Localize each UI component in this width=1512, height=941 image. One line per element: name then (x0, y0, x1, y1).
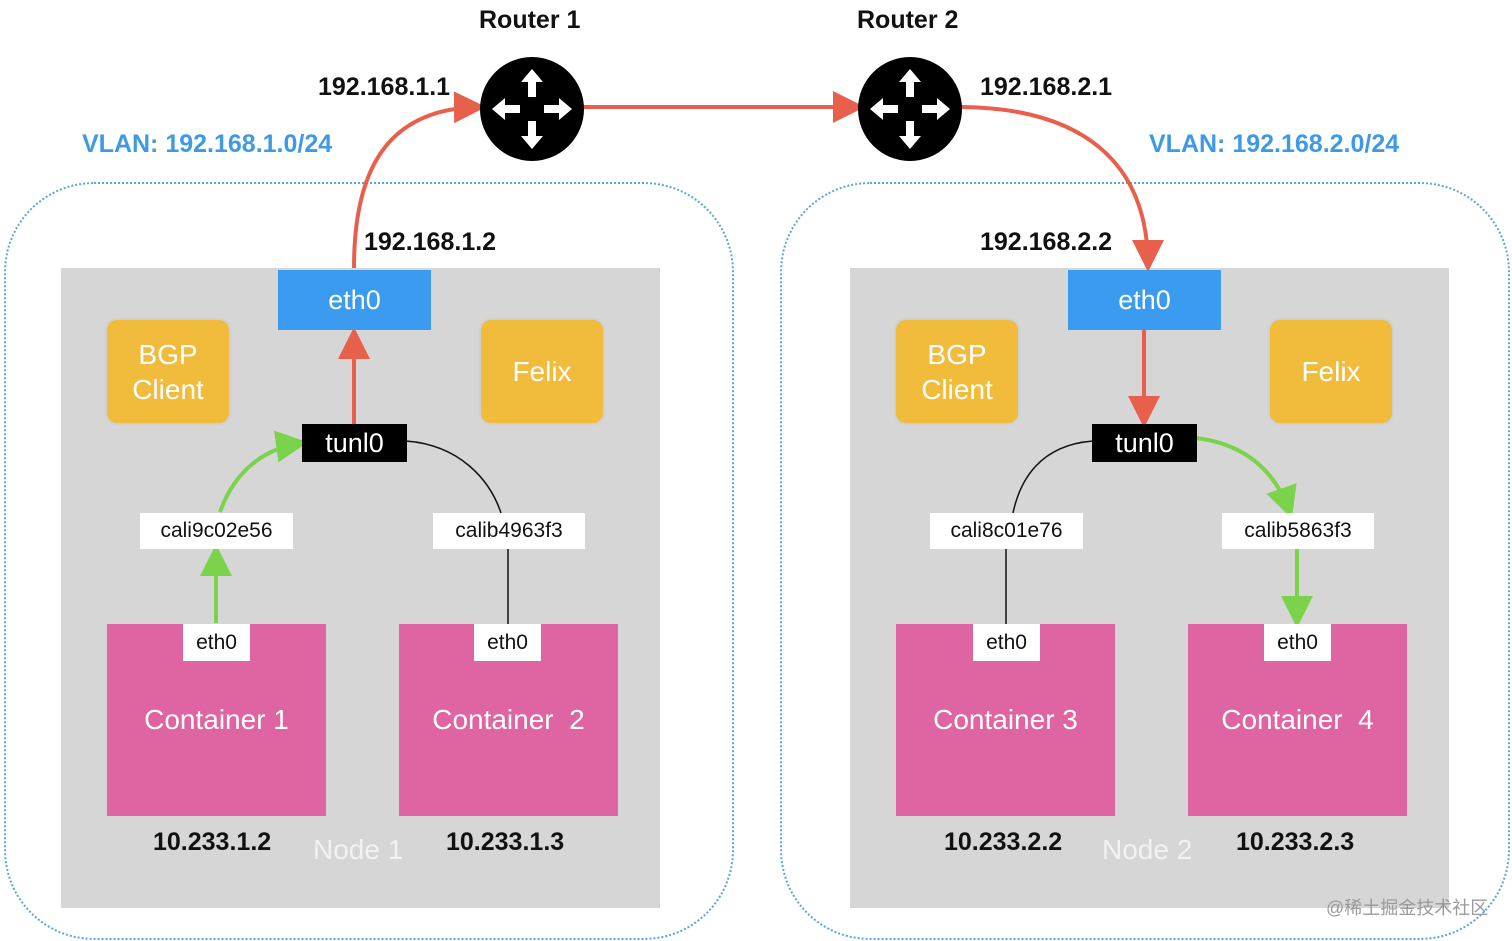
node-2-interface-1: cali8c01e76 (930, 513, 1083, 549)
node-2-eth0: eth0 (1068, 270, 1221, 330)
watermark: @稀土掘金技术社区 (1326, 898, 1489, 918)
node-1-felix: Felix (481, 320, 603, 423)
node-1-interface-2: calib4963f3 (433, 513, 585, 549)
node-1-tunl0: tunl0 (302, 424, 407, 462)
node-1-interface-1: cali9c02e56 (140, 513, 293, 549)
node-1-eth0: eth0 (278, 270, 431, 330)
bgp-client-line-2: Client (132, 373, 204, 405)
node-1-name: Node 1 (313, 834, 404, 865)
router-1-title: Router 1 (479, 6, 581, 34)
container-4-ip: 10.233.2.3 (1236, 828, 1355, 856)
node-2-felix: Felix (1270, 320, 1392, 423)
router-2-ip: 192.168.2.1 (980, 73, 1113, 101)
container-2-ip: 10.233.1.3 (446, 828, 565, 856)
bgp-client-line-1: BGP (927, 338, 987, 370)
bgp-client-line-2: Client (921, 373, 993, 405)
node-1-host-ip: 192.168.1.2 (364, 228, 497, 256)
router-1-icon (480, 57, 584, 161)
node-2-name: Node 2 (1102, 834, 1193, 865)
node-1-bgp-client: BGP Client (107, 320, 229, 423)
container-4-eth0: eth0 (1264, 624, 1331, 661)
container-1: Container 1 (107, 624, 326, 816)
route-arrow-eth0-to-router1 (352, 91, 486, 269)
node-2-interface-2: calib5863f3 (1222, 513, 1374, 549)
router-2-icon (858, 57, 962, 161)
local-arrow-tunl0-to-cali-node2 (1195, 436, 1297, 519)
link-tunl0-calib4963f3 (405, 440, 502, 514)
node-2-bgp-client: BGP Client (896, 320, 1018, 423)
container-2-eth0: eth0 (474, 624, 541, 661)
node-2-host-ip: 192.168.2.2 (980, 228, 1113, 256)
vlan-2-label: VLAN: 192.168.2.0/24 (1149, 130, 1400, 158)
vlan-1-label: VLAN: 192.168.1.0/24 (82, 130, 333, 158)
bgp-client-line-1: BGP (138, 338, 198, 370)
link-tunl0-cali8c01e76 (1012, 440, 1094, 514)
container-1-ip: 10.233.1.2 (153, 828, 272, 856)
node-2-tunl0: tunl0 (1092, 424, 1197, 462)
route-arrow-router2-to-eth0 (960, 105, 1164, 272)
router-2-title: Router 2 (857, 6, 959, 34)
router-1-ip: 192.168.1.1 (318, 73, 451, 101)
local-arrow-cali-to-tunl0 (218, 430, 308, 513)
container-3-ip: 10.233.2.2 (944, 828, 1063, 856)
container-1-eth0: eth0 (183, 624, 250, 661)
vlan-boundary-2 (780, 182, 1510, 940)
container-3-eth0: eth0 (973, 624, 1040, 661)
vlan-boundary-1 (4, 182, 734, 940)
